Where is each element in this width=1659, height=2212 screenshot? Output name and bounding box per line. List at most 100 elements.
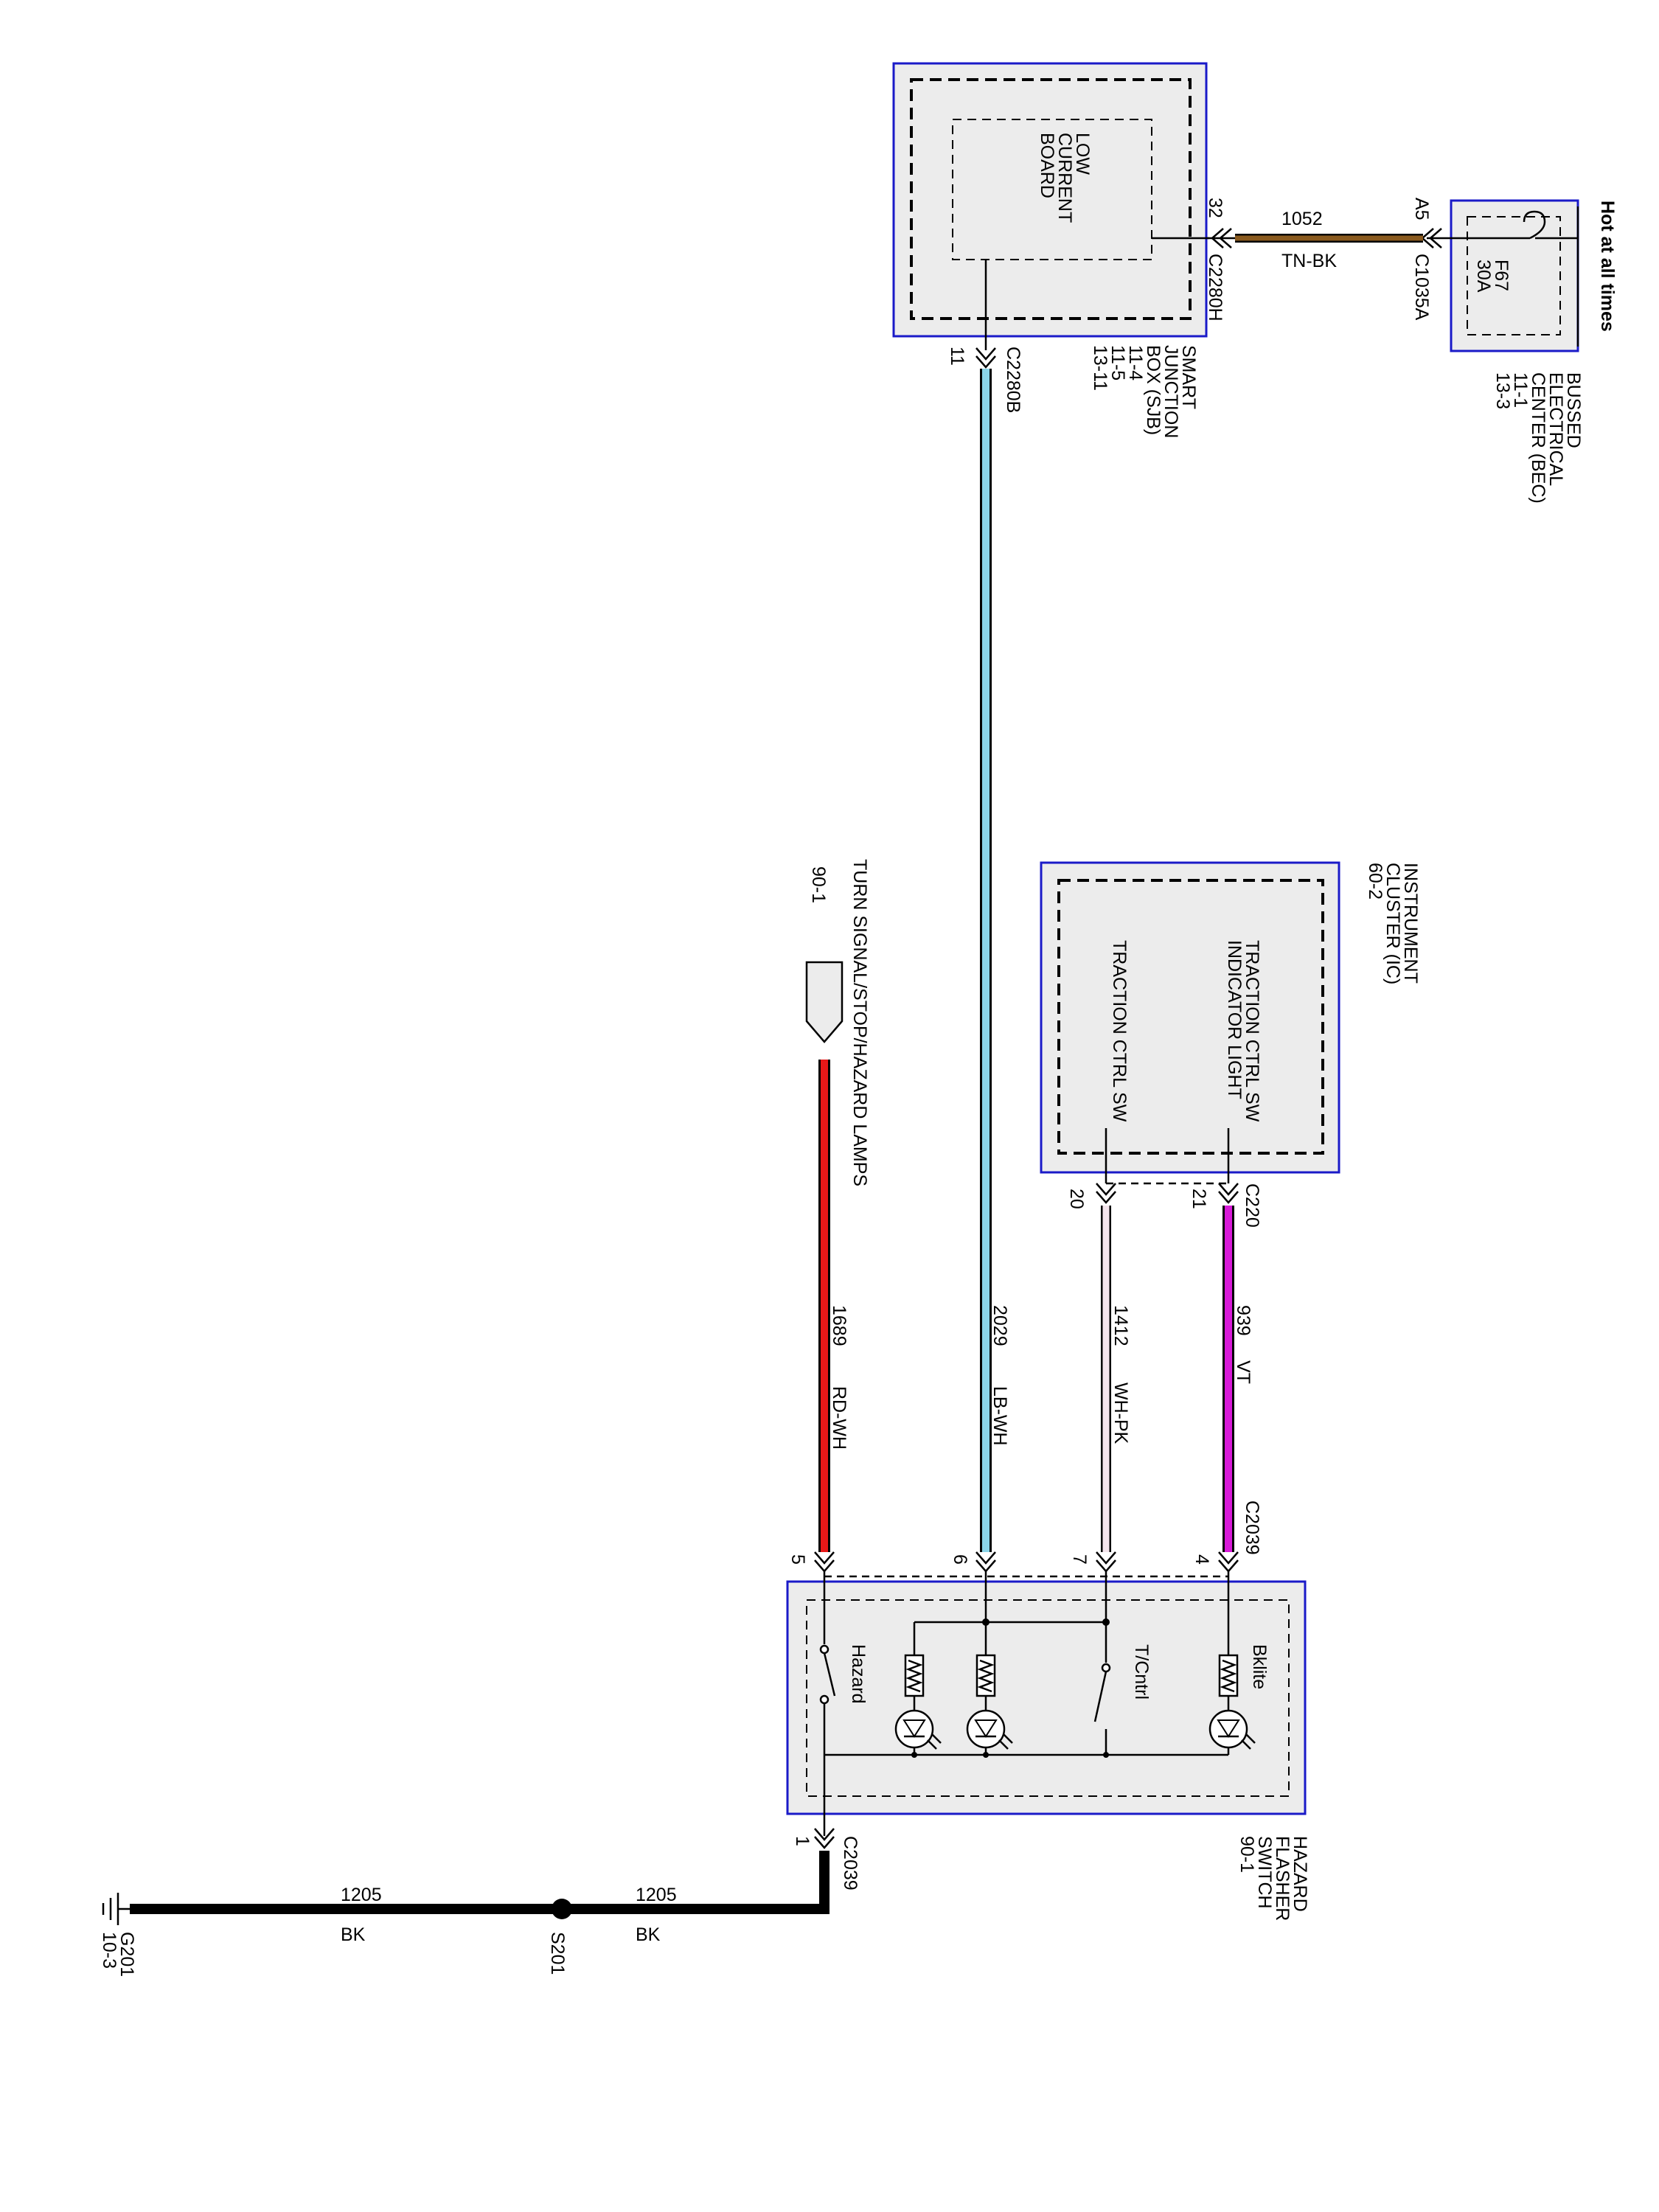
turn-signal-ref: 90-1 [808,866,829,903]
connector-c2280b: 11 C2280B [947,347,1023,413]
svg-text:11-4: 11-4 [1125,345,1146,380]
svg-text:FLASHER: FLASHER [1272,1836,1293,1921]
c2039-pin-vt: 4 [1192,1554,1212,1565]
c2039-pin-whpk: 7 [1069,1554,1090,1565]
svg-text:ELECTRICAL: ELECTRICAL [1545,372,1566,486]
connector-c1035a: A5 C1035A [1411,198,1442,321]
wire-1205a-circuit: 1205 [341,1885,382,1905]
c2280h-id: C2280H [1205,254,1225,321]
fuse-icon [1427,210,1578,240]
c2280h-pin: 32 [1205,198,1225,218]
resistor-icon [904,1654,925,1697]
svg-text:BOARD: BOARD [1037,133,1057,198]
wire-1689-circuit: 1689 [829,1305,849,1346]
c220-pin-indicator: 21 [1189,1189,1209,1209]
wire-1205a-color: BK [341,1924,366,1945]
bec-component: Hot at all times F67 30A BUSSED ELECTRIC… [1427,199,1618,504]
svg-text:LOW: LOW [1072,133,1093,175]
bec-hot-label: Hot at all times [1597,201,1618,332]
connector-c2280h: 32 C2280H [1205,198,1232,321]
wire-939-color: VT [1233,1360,1253,1384]
c2039-pin-ground: 1 [792,1836,813,1846]
wire-939-circuit: 939 [1233,1305,1253,1336]
lamp-connector-icon [805,961,844,1043]
instrument-cluster-component: TRACTION CTRL SW INDICATOR LIGHT TRACTIO… [1040,861,1421,1185]
wire-1052-circuit: 1052 [1281,209,1323,229]
svg-text:60-2: 60-2 [1365,863,1385,900]
ground-ref: 10-3 [99,1932,119,1969]
svg-text:JUNCTION: JUNCTION [1161,345,1181,438]
svg-text:CENTER (BEC): CENTER (BEC) [1528,372,1548,504]
svg-text:BUSSED: BUSSED [1563,372,1584,448]
wire-1205-to-ground: 1205 BK [130,1885,562,1945]
instrument-cluster-name: INSTRUMENT CLUSTER (IC) 60-2 [1365,863,1421,984]
svg-text:TRACTION CTRL SW: TRACTION CTRL SW [1242,940,1262,1122]
wire-1205b-color: BK [636,1924,661,1945]
splice-s201: S201 [547,1899,572,1975]
hazard-switch-name: HAZARD FLASHER SWITCH 90-1 [1237,1836,1310,1921]
svg-text:11-1: 11-1 [1510,372,1531,408]
ground-g201: G201 10-3 [99,1893,137,1977]
wire-2029-circuit: 2029 [990,1305,1010,1346]
c2039-pin-rdwh: 5 [787,1554,808,1565]
svg-text:INDICATOR LIGHT: INDICATOR LIGHT [1224,940,1245,1099]
led-icon [1208,1709,1256,1750]
sjb-component: LOW CURRENT BOARD SMART JUNCTION BOX (SJ… [892,62,1209,438]
hazard-switch-component: C2039 4 7 6 5 [786,1500,1310,1921]
svg-text:BOX (SJB): BOX (SJB) [1143,345,1164,435]
wire-1052: 1052 TN-BK [1154,209,1423,271]
c220-id: C220 [1242,1183,1262,1228]
resistor-icon [975,1654,996,1697]
wire-1412-circuit: 1412 [1110,1305,1131,1346]
tcntrl-switch-icon [1093,1663,1111,1755]
ic-switch-label: TRACTION CTRL SW [1109,940,1130,1122]
resistor-icon [1218,1654,1239,1697]
svg-text:SWITCH: SWITCH [1254,1836,1275,1909]
connector-c220: C220 21 20 [1066,1183,1262,1228]
svg-text:90-1: 90-1 [1237,1836,1257,1873]
wire-1412-color: WH-PK [1110,1382,1131,1444]
hazard-label: Hazard [848,1644,869,1704]
led-icon [894,1709,942,1750]
turn-signal-lamps-component: TURN SIGNAL/STOP/HAZARD LAMPS 90-1 [805,859,870,1186]
c220-pin-switch: 20 [1066,1189,1087,1209]
fuse-id: F67 [1491,260,1512,291]
connector-c2039: C2039 4 7 6 5 [787,1500,1262,1578]
fuse-rating: 30A [1473,260,1494,293]
wire-1205-to-switch: 1205 BK [562,1851,830,1945]
ground-id: G201 [116,1932,137,1977]
svg-text:13-11: 13-11 [1090,345,1110,391]
splice-dot-icon [552,1899,572,1919]
turn-signal-name: TURN SIGNAL/STOP/HAZARD LAMPS [849,859,870,1186]
wire-2029-color: LB-WH [990,1386,1010,1446]
connector-c2039-ground: 1 C2039 [792,1828,860,1891]
c2280b-id: C2280B [1003,347,1023,413]
c2280b-pin: 11 [947,347,967,366]
c2039-ground-id: C2039 [840,1836,860,1891]
wire-1205b-circuit: 1205 [636,1885,677,1905]
bec-name: BUSSED ELECTRICAL CENTER (BEC) 11-1 13-3 [1492,372,1584,504]
svg-text:HAZARD: HAZARD [1290,1836,1310,1912]
c2039-id: C2039 [1242,1500,1262,1555]
svg-text:11-5: 11-5 [1107,345,1128,380]
wire-2029: 2029 LB-WH [980,369,1010,1552]
svg-text:SMART: SMART [1178,345,1199,409]
splice-id: S201 [547,1932,568,1975]
ground-icon [102,1893,130,1925]
svg-text:CLUSTER (IC): CLUSTER (IC) [1382,863,1403,984]
hazard-switch-circuit: Bklite T/Cntrl Hazard [819,1571,1270,1836]
wire-1689-color: RD-WH [829,1386,849,1450]
bklite-label: Bklite [1249,1644,1270,1689]
wire-1052-color: TN-BK [1281,251,1337,271]
low-current-board-label: LOW CURRENT BOARD [1037,133,1093,223]
tcntrl-label: T/Cntrl [1131,1644,1152,1700]
svg-text:INSTRUMENT: INSTRUMENT [1400,863,1421,984]
wire-1412: 1412 WH-PK [1101,1206,1131,1552]
wire-939: 939 VT [1222,1206,1253,1552]
hazard-switch-icon [819,1644,836,1836]
c1035a-pin: A5 [1411,198,1432,220]
svg-text:13-3: 13-3 [1492,372,1513,409]
c1035a-id: C1035A [1411,254,1432,321]
c2039-pin-lbwh: 6 [950,1554,970,1565]
